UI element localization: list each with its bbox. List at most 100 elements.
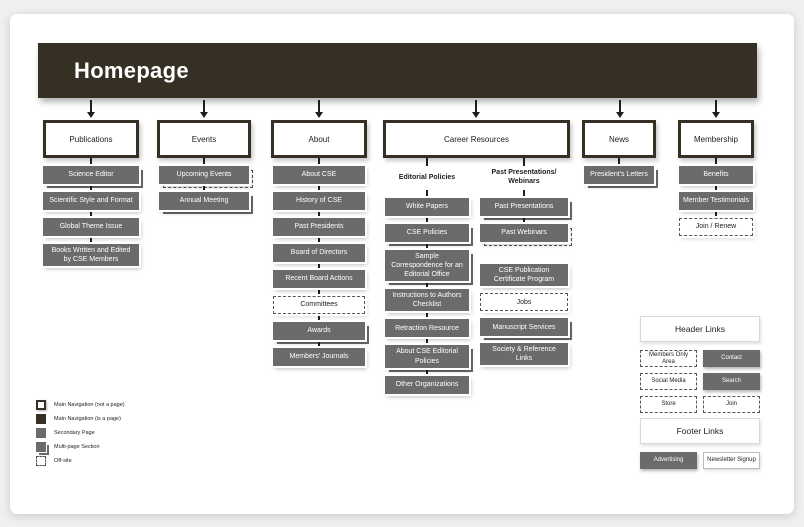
sitemap-node-global-theme-issue: Global Theme Issue [43,218,139,236]
connector-line [618,158,620,166]
down-arrow-about [315,100,323,118]
legend: Main Navigation (not a page) Main Navigat… [36,400,125,470]
sitemap-node-annual-meeting: Annual Meeting [159,192,253,214]
main-nav-career-resources: Career Resources [383,120,570,158]
sitemap-node-benefits: Benefits [679,166,753,184]
sitemap-node-committees: Committees [273,296,365,314]
sitemap-node-instructions-to-authors-checklist: Instructions to Authors Checklist [385,289,469,312]
link-button-join: Join [703,396,760,413]
main-nav-publications: Publications [43,120,139,158]
connector-line [715,210,717,218]
connector-line [426,190,428,198]
connector-line [715,184,717,192]
homepage-title: Homepage [74,57,189,83]
sitemap-node-cse-publication-certificate-program: CSE Publication Certificate Program [480,264,568,287]
connector-line [523,216,525,224]
connector-line [523,190,525,198]
legend-swatch-main-nav-is-page-icon [36,414,46,424]
sitemap-node-history-of-cse: History of CSE [273,192,365,210]
footer-links-title: Footer Links [640,418,760,444]
main-nav-membership: Membership [678,120,754,158]
link-button-social-media: Social Media [640,373,697,390]
legend-label: Main Navigation (is a page) [54,416,121,422]
link-button-newsletter-signup: Newsletter Signup [703,452,760,469]
sitemap-node-recent-board-actions: Recent Board Actions [273,270,365,288]
sitemap-node-white-papers: White Papers [385,198,469,216]
connector-line [203,158,205,166]
connector-line [90,158,92,166]
connector-line [715,158,717,166]
down-arrow-news [616,100,624,118]
connector-line [318,236,320,244]
connector-line [90,184,92,192]
legend-item-main-navigation-not-a-page: Main Navigation (not a page) [36,400,125,410]
connector-line [318,184,320,192]
down-arrow-membership [712,100,720,118]
link-button-members-only-area: Members Only Area [640,350,697,367]
sitemap-node-president-s-letters: President's Letters [584,166,658,188]
legend-swatch-secondary-icon [36,428,46,438]
legend-swatch-offsite-icon [36,456,46,466]
sitemap-node-past-presidents: Past Presidents [273,218,365,236]
sublabel-past-presentations-webinars: Past Presentations/ Webinars [491,169,557,185]
down-arrow-publications [87,100,95,118]
connector-line [318,340,320,348]
legend-item-main-navigation-is-a-page: Main Navigation (is a page) [36,414,125,424]
connector-line [318,314,320,322]
sitemap-node-past-webinars: Past Webinars [480,224,572,246]
sitemap-node-retraction-resource: Retraction Resource [385,319,469,338]
main-nav-about: About [271,120,367,158]
sitemap-node-member-testimonials: Member Testimonials [679,192,753,210]
homepage-banner: Homepage [38,43,757,98]
down-arrow-events [200,100,208,118]
legend-label: Off-site [54,458,72,464]
legend-label: Secondary Page [54,430,95,436]
connector-line [318,288,320,296]
sitemap-node-about-cse-editorial-policies: About CSE Editorial Policies [385,345,473,372]
connector-line [426,216,428,224]
link-button-search: Search [703,373,760,390]
connector-line [318,158,320,166]
sitemap-node-cse-policies: CSE Policies [385,224,473,246]
sitemap-node-books-written-and-edited-by-cse-members: Books Written and Edited by CSE Members [43,244,139,267]
link-button-store: Store [640,396,697,413]
sitemap-node-science-editor: Science Editor [43,166,143,188]
chain-news: President's Letters [584,158,658,188]
connector-line [426,337,428,346]
legend-item-off-site: Off-site [36,456,125,466]
header-links-title: Header Links [640,316,760,342]
legend-swatch-main-nav-not-page-icon [36,400,46,410]
connector-line [426,311,428,320]
sitemap-node-sample-correspondence-for-an-editorial-office: Sample Correspondence for an Editorial O… [385,250,473,286]
sitemap-node-board-of-directors: Board of Directors [273,244,365,262]
connector-line [426,242,428,250]
sitemap-node-other-organizations: Other Organizations [385,375,469,394]
connector-line [426,158,428,166]
down-arrow-career-resources [472,100,480,118]
legend-label: Multi-page Section [54,444,100,450]
sitemap-node-scientific-style-and-format: Scientific Style and Format [43,192,139,210]
sitemap-node-manuscript-services: Manuscript Services [480,318,572,341]
sitemap-node-awards: Awards [273,322,369,344]
sitemap-node-members-journals: Members' Journals [273,348,365,366]
sitemap-canvas: Homepage Publications Events About Caree… [10,14,794,514]
main-nav-news: News [582,120,656,158]
sitemap-node-join-renew: Join / Renew [679,218,753,236]
legend-item-multi-page-section: Multi-page Section [36,442,125,455]
main-nav-events: Events [157,120,251,158]
legend-label: Main Navigation (not a page) [54,402,125,408]
sitemap-node-society-reference-links: Society & Reference Links [480,343,568,366]
sitemap-node-past-presentations: Past Presentations [480,198,572,220]
sublabel-editorial-policies: Editorial Policies [398,173,456,181]
connector-line [203,184,205,192]
legend-item-secondary-page: Secondary Page [36,428,125,438]
